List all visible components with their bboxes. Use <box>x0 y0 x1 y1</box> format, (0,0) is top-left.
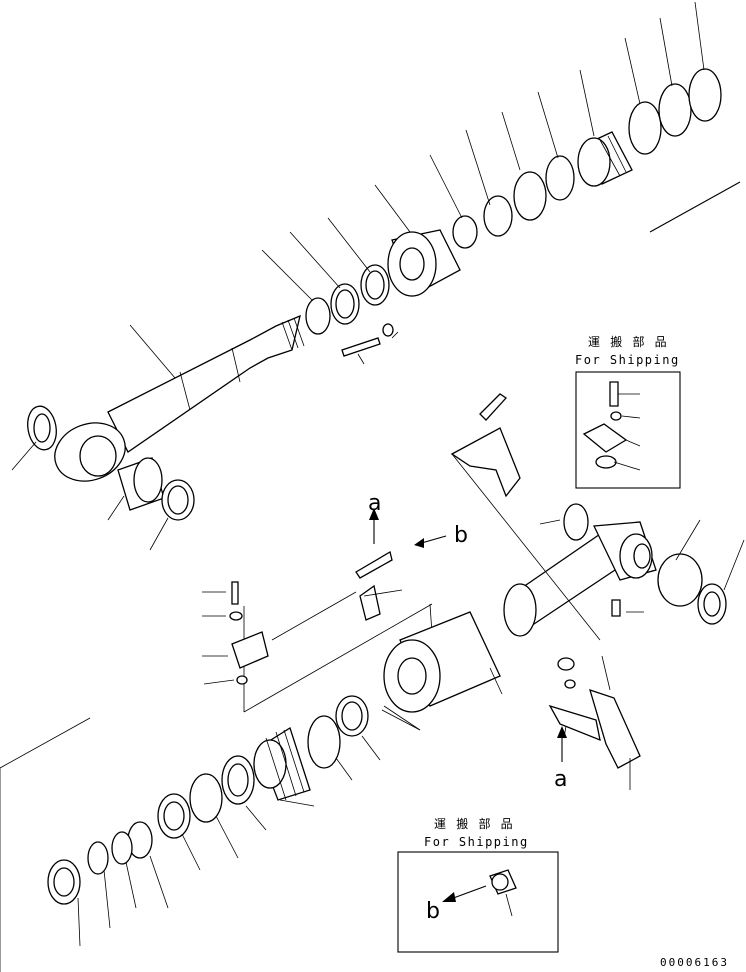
callout-b-upper: b <box>454 523 468 548</box>
shipping-box-lower: 運 搬 部 品 For Shipping <box>397 816 559 953</box>
shipping-title-kanji: 運 搬 部 品 <box>588 334 668 349</box>
callout-a-lower: a <box>554 767 567 792</box>
shipping-title-english: For Shipping <box>575 353 680 367</box>
piston-rod <box>107 314 301 453</box>
upper-rod-assembly <box>11 1 741 551</box>
cylinder-tube-assembly <box>202 393 745 790</box>
figure-id: 00006163 <box>660 956 729 969</box>
shipping-title-kanji-2: 運 搬 部 品 <box>434 816 514 831</box>
shipping-title-english-2: For Shipping <box>424 835 529 849</box>
callout-b-lower: b <box>426 899 440 924</box>
callout-a-upper: a <box>368 491 381 516</box>
callout-arrows <box>369 508 567 762</box>
shipping-box-upper: 運 搬 部 品 For Shipping <box>575 334 681 489</box>
lower-seal-rings <box>0 695 421 972</box>
